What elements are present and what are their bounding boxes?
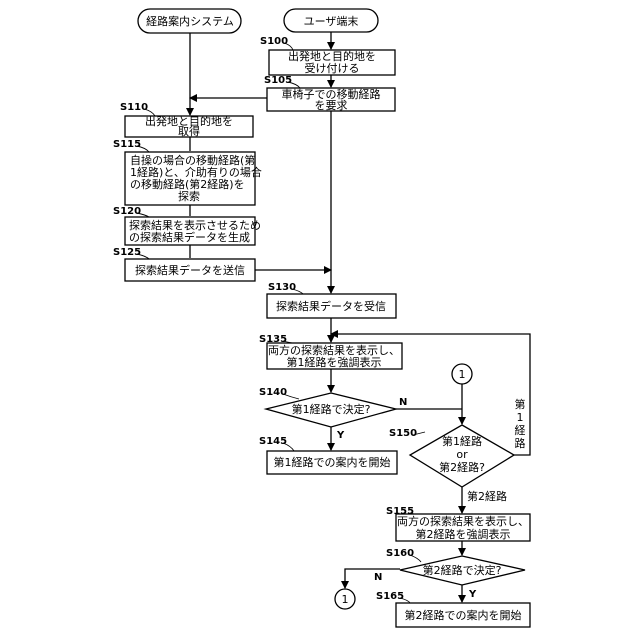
- connector-top-label: 1: [459, 368, 466, 381]
- box-s100: 出発地と目的地を 受け付ける: [269, 49, 395, 75]
- step-id-s125: S125: [113, 247, 141, 258]
- connector-top: 1: [452, 364, 472, 384]
- s135-line-2: 第1経路を強調表示: [287, 355, 382, 369]
- route1-label-glyph: 経: [515, 424, 526, 437]
- s150-route2-label: 第2経路: [467, 489, 507, 503]
- s115-line-4: 探索: [178, 189, 200, 203]
- box-s165: 第2経路での案内を開始: [396, 603, 530, 627]
- s125-line-1: 探索結果データを送信: [135, 263, 245, 277]
- step-id-s105: S105: [264, 75, 292, 86]
- terminal-title: ユーザ端末: [304, 14, 359, 28]
- s110-line-2: 取得: [178, 125, 200, 138]
- step-id-s150: S150: [389, 428, 417, 439]
- s120-line-1: 探索結果を表示させるため: [129, 218, 261, 232]
- s115-line-3: の移動経路(第2経路)を: [130, 177, 245, 191]
- s150-line-2: or: [456, 448, 468, 461]
- s150-line-1: 第1経路: [442, 434, 482, 448]
- step-id-s100: S100: [260, 36, 288, 47]
- s140-question: 第1経路で決定?: [292, 402, 371, 416]
- step-id-s165: S165: [376, 591, 404, 602]
- system-title: 経路案内システム: [146, 14, 234, 28]
- decision-s140: 第1経路で決定?: [266, 393, 396, 427]
- box-s105: 車椅子での移動経路 を要求: [267, 87, 395, 112]
- s155-line-2: 第2経路を強調表示: [416, 527, 511, 541]
- s135-line-1: 両方の探索結果を表示し、: [268, 343, 400, 357]
- connector-bottom-label: 1: [342, 593, 349, 606]
- s150-route1-label: 第1経路: [515, 397, 526, 450]
- step-id-s145: S145: [259, 436, 287, 447]
- step-id-s130: S130: [268, 282, 296, 293]
- box-s110: 出発地と目的地を 取得: [125, 114, 253, 138]
- box-s130: 探索結果データを受信: [267, 294, 396, 318]
- step-id-s120: S120: [113, 206, 141, 217]
- s145-line-1: 第1経路での案内を開始: [274, 455, 391, 469]
- s140-yes-label: Y: [336, 430, 345, 441]
- s115-line-2: 1経路)と、介助有りの場合: [130, 165, 262, 179]
- s165-line-1: 第2経路での案内を開始: [405, 608, 522, 622]
- box-s135: 両方の探索結果を表示し、 第1経路を強調表示: [267, 343, 402, 369]
- s160-no-label: N: [374, 572, 382, 583]
- s150-line-3: 第2経路?: [439, 460, 485, 474]
- step-id-s110: S110: [120, 102, 148, 113]
- s105-line-2: を要求: [315, 99, 348, 112]
- s120-line-2: の探索結果データを生成: [129, 230, 250, 244]
- step-id-s160: S160: [386, 548, 414, 559]
- s160-question: 第2経路で決定?: [423, 563, 502, 577]
- step-id-s140: S140: [259, 387, 287, 398]
- decision-s150: 第1経路 or 第2経路?: [410, 425, 514, 487]
- box-s155: 両方の探索結果を表示し、 第2経路を強調表示: [396, 514, 530, 541]
- route1-label-glyph: 路: [515, 437, 526, 450]
- s140-no-label: N: [399, 397, 407, 408]
- decision-s160: 第2経路で決定?: [400, 556, 525, 585]
- box-s125: 探索結果データを送信: [125, 259, 255, 281]
- s130-line-1: 探索結果データを受信: [276, 299, 386, 313]
- step-id-s115: S115: [113, 139, 141, 150]
- box-s120: 探索結果を表示させるため の探索結果データを生成: [125, 217, 261, 245]
- s160-yes-label: Y: [468, 589, 477, 600]
- s115-line-1: 自操の場合の移動経路(第: [130, 153, 255, 167]
- s100-line-1: 出発地と目的地を: [288, 49, 376, 63]
- connector-bottom: 1: [335, 589, 355, 609]
- box-s115: 自操の場合の移動経路(第 1経路)と、介助有りの場合 の移動経路(第2経路)を …: [125, 152, 262, 205]
- s155-line-1: 両方の探索結果を表示し、: [397, 514, 529, 528]
- s100-line-2: 受け付ける: [305, 62, 360, 75]
- box-s145: 第1経路での案内を開始: [267, 451, 397, 474]
- route1-label-glyph: 第: [515, 397, 526, 411]
- route1-label-glyph: 1: [517, 411, 524, 424]
